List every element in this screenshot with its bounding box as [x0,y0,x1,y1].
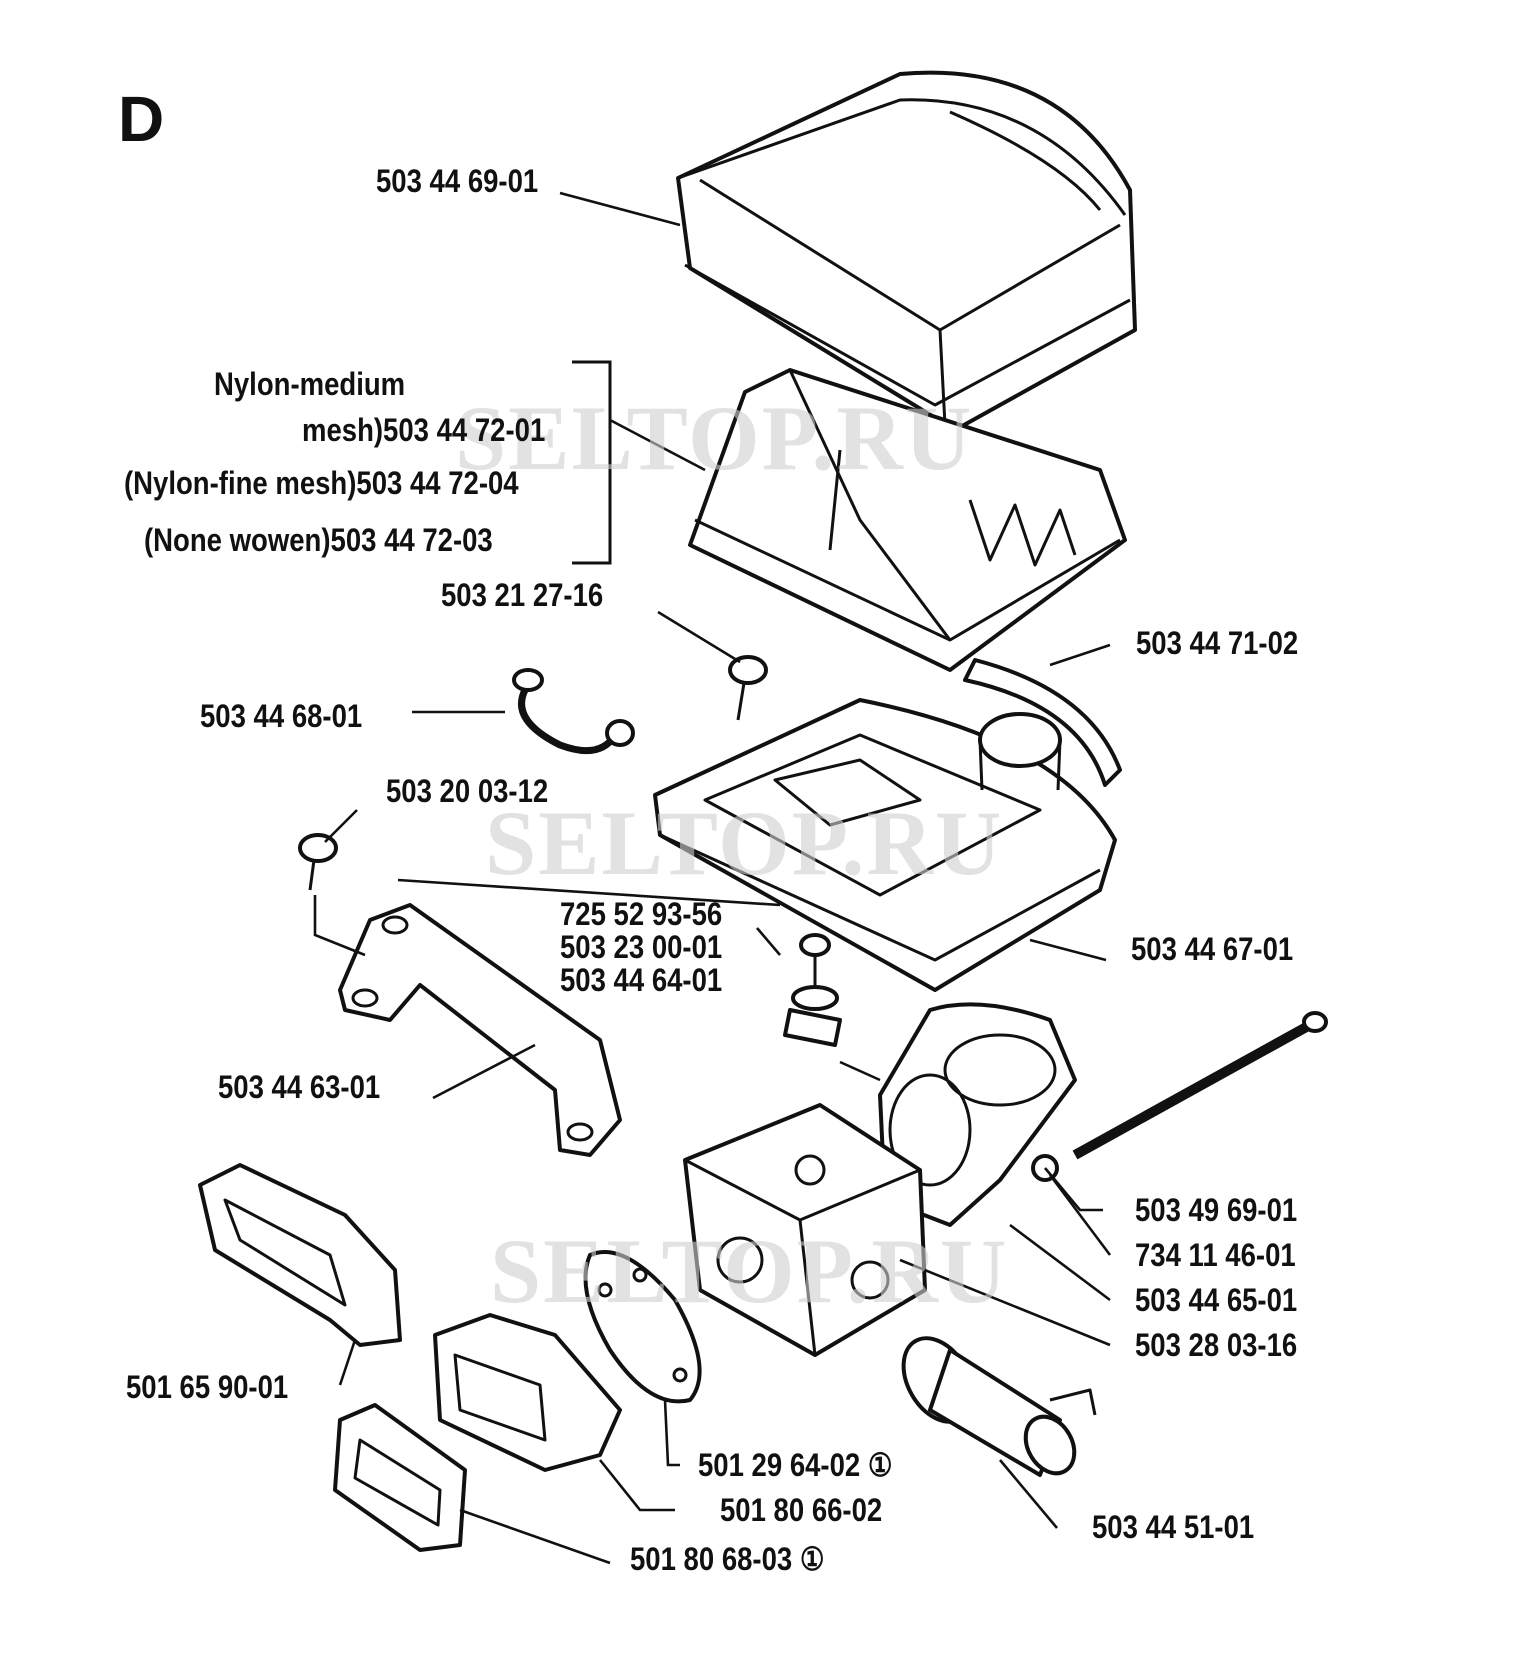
long-bolt [1031,1011,1328,1182]
carburetor [683,1103,927,1357]
leader-lines [313,191,1112,1565]
choke-assembly [901,1336,1097,1477]
label-bracket [572,360,612,565]
label-503-49-69-01: 503 49 69-01 [1135,1192,1298,1228]
label-503-44-71-02: 503 44 71-02 [1136,625,1299,661]
watermark: SELTOP.RU [490,1220,1009,1322]
intake-boot [198,1163,402,1347]
gasket-round [583,1250,702,1404]
label-503-44-67-01: 503 44 67-01 [1131,931,1294,967]
intake-flange [433,1313,622,1472]
air-filter-element [688,368,1127,672]
label-503-44-72-01: mesh)503 44 72-01 [302,412,546,448]
spring-clip [512,668,635,755]
seal-strip [963,658,1122,787]
label-501-65-90-01: 501 65 90-01 [126,1369,289,1405]
gasket-rectangular [333,1403,467,1552]
label-503-44-69-01: 503 44 69-01 [376,163,539,199]
label-501-80-66-02: 501 80 66-02 [720,1492,883,1528]
air-filter-base [653,698,1117,992]
label-503-44-65-01: 503 44 65-01 [1135,1282,1298,1318]
label-nylon-medium: Nylon-medium [214,366,406,402]
label-503-23-00-01: 503 23 00-01 [560,929,723,965]
watermark: SELTOP.RU [485,792,1004,894]
screw-top [728,655,768,721]
label-503-44-72-03: (None wowen)503 44 72-03 [144,522,493,558]
label-503-44-63-01: 503 44 63-01 [218,1069,381,1105]
section-letter: D [118,83,165,155]
screw-washer-stack [783,933,842,1047]
label-503-44-72-04: (Nylon-fine mesh)503 44 72-04 [124,465,519,501]
label-734-11-46-01: 734 11 46-01 [1135,1237,1296,1273]
label-501-80-68-03: 501 80 68-03 ① [630,1541,825,1577]
label-503-21-27-16: 503 21 27-16 [441,577,604,613]
intake-adapter [878,1002,1077,1227]
label-501-29-64-02: 501 29 64-02 ① [698,1447,893,1483]
label-725-52-93-56: 725 52 93-56 [560,896,723,932]
label-503-44-64-01: 503 44 64-01 [560,962,723,998]
bracket [338,903,622,1157]
air-filter-cover [676,70,1137,432]
label-503-44-51-01: 503 44 51-01 [1092,1509,1255,1545]
screw-left [298,833,338,891]
watermark: SELTOP.RU [455,387,974,489]
label-503-44-68-01: 503 44 68-01 [200,698,363,734]
label-503-28-03-16: 503 28 03-16 [1135,1327,1298,1363]
label-503-20-03-12: 503 20 03-12 [386,773,549,809]
